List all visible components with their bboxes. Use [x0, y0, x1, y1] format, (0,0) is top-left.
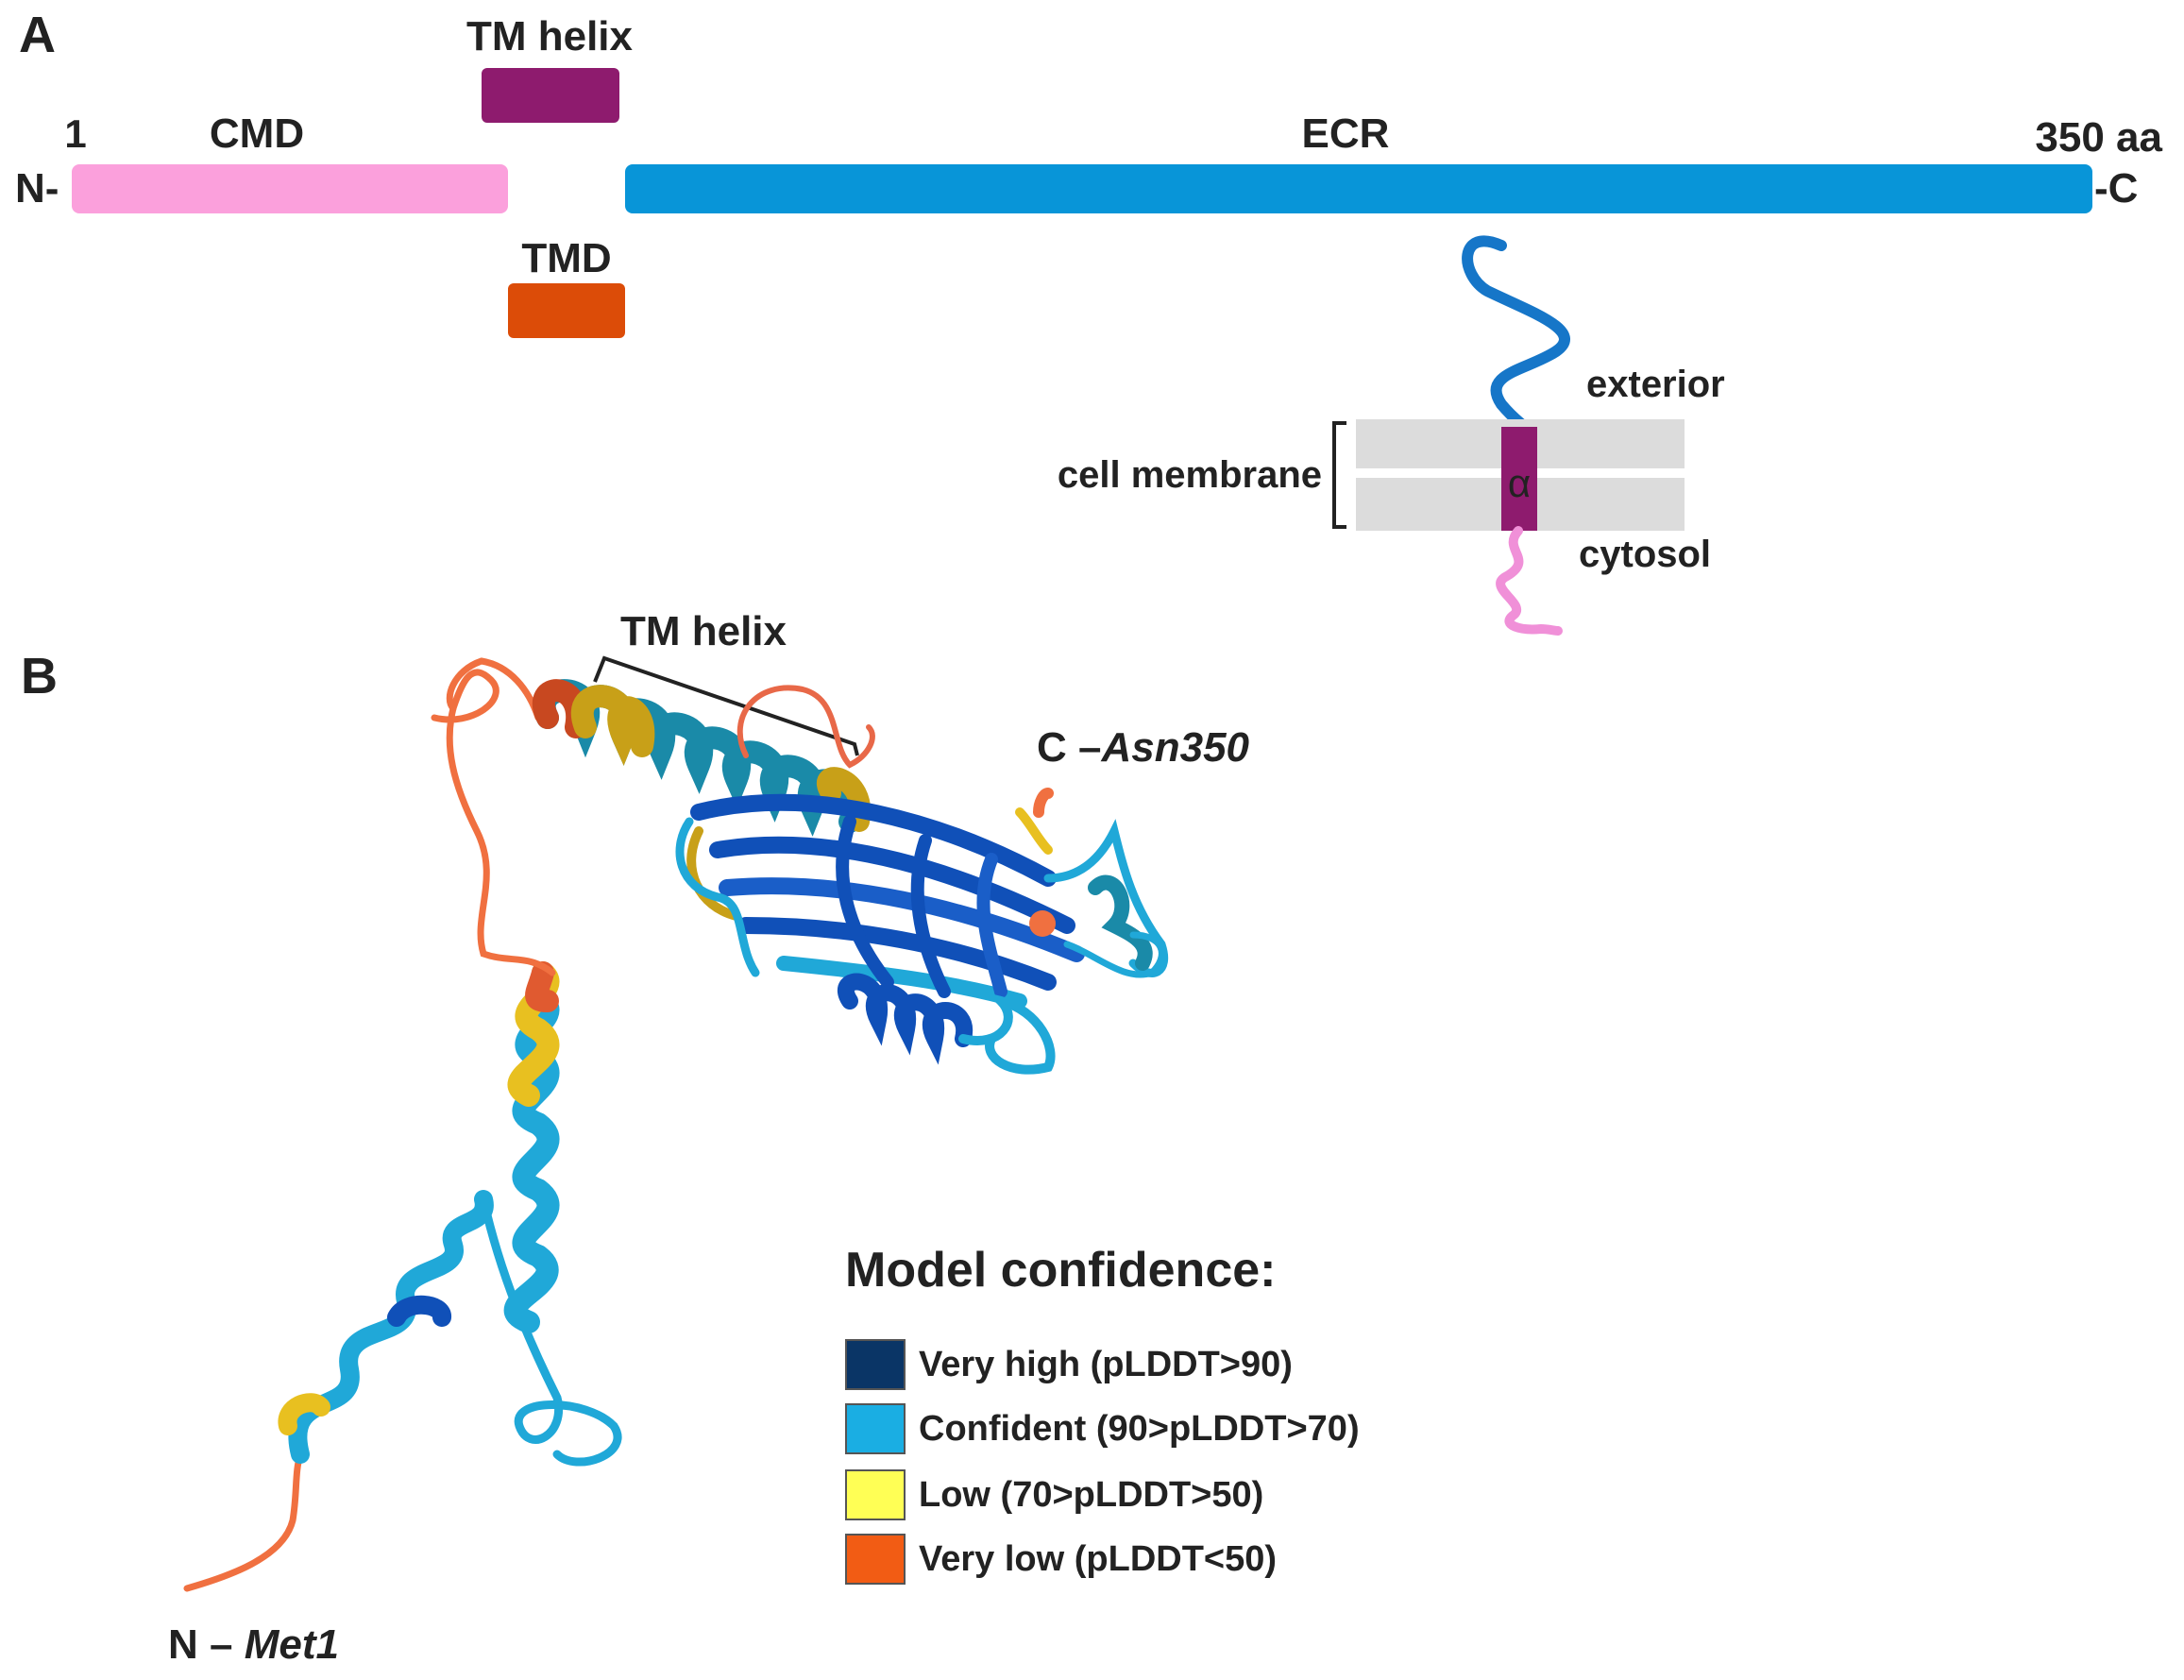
c-terminal-tip: [1033, 788, 1054, 818]
low-swatch: [845, 1469, 906, 1520]
legend-label-confident: Confident (90>pLDDT>70): [919, 1408, 1360, 1449]
beta-sheet-cross-2: [910, 834, 951, 998]
tmd-box: [508, 283, 625, 338]
cytosolic-chain: [1496, 526, 1563, 636]
c-terminus-label-b: C –Asn350: [1037, 724, 1250, 771]
bottom-loop-b: [958, 992, 1056, 1075]
legend-label-very-high: Very high (pLDDT>90): [919, 1344, 1293, 1384]
n-terminus-label-a: N-: [15, 165, 59, 212]
svg-text:C –Asn350: C –Asn350: [1037, 724, 1250, 771]
tm-helix-label-a: TM helix: [466, 13, 634, 59]
c-terminus-label-a: -C: [2094, 165, 2138, 212]
n-terminus-label-b: N – Met1: [168, 1621, 339, 1668]
legend-label-very-low: Very low (pLDDT<50): [919, 1538, 1278, 1579]
protein-structure-model: [183, 657, 1169, 1592]
very-low-swatch: [845, 1534, 906, 1585]
beta-sheet-strand-5: [776, 956, 1027, 1009]
lower-helix-high-segment: [387, 1295, 451, 1327]
start-residue-label: 1: [64, 111, 86, 156]
very-high-swatch: [845, 1339, 906, 1390]
ecr-label: ECR: [1302, 110, 1390, 157]
cytosol-label: cytosol: [1579, 534, 1711, 575]
cmd-label: CMD: [210, 110, 304, 157]
tm-helix-box: [482, 68, 619, 123]
beta-sheet-strand-2: [709, 836, 1075, 934]
exterior-label: exterior: [1586, 364, 1725, 405]
tmd-label: TMD: [521, 235, 611, 281]
vertical-helix-top-segment: [525, 961, 559, 1012]
legend-label-low: Low (70>pLDDT>50): [919, 1474, 1264, 1515]
alpha-symbol: α: [1508, 461, 1531, 505]
ecr-domain-bar: [625, 164, 2092, 213]
beta-sheet-strand-1: [690, 793, 1057, 887]
right-loop-confident: [1063, 931, 1165, 978]
c-terminal-coil: [1043, 819, 1169, 977]
cmd-domain-bar: [72, 164, 508, 213]
upper-loop: [736, 685, 875, 769]
legend-item-very-low: Very low (pLDDT<50): [845, 1531, 1277, 1587]
end-residue-label: 350 aa: [2035, 114, 2162, 161]
beta-sheet-strand-3: [719, 877, 1085, 962]
lower-helix-low-segment: [278, 1393, 330, 1435]
n-term-prefix: N –: [168, 1621, 245, 1668]
tm-helix-bracket: [593, 655, 859, 756]
panel-b-label: B: [21, 648, 58, 704]
beta-sheet-cross-3: [976, 853, 1007, 998]
bottom-helix: [838, 973, 973, 1065]
c-terminal-low-segment: [1015, 807, 1053, 855]
linker-coil: [431, 669, 556, 976]
orange-node: [1029, 910, 1056, 937]
legend-item-very-high: Very high (pLDDT>90): [845, 1336, 1293, 1393]
legend-item-low: Low (70>pLDDT>50): [845, 1467, 1263, 1523]
n-terminal-coil: [183, 1451, 304, 1592]
tm-helix-ribbon-yellow: [570, 685, 655, 766]
n-term-residue: Met1: [245, 1621, 339, 1668]
left-loop-confident: [675, 817, 760, 977]
membrane-bracket: [1332, 421, 1346, 529]
legend-item-confident: Confident (90>pLDDT>70): [845, 1400, 1360, 1457]
beta-sheet-strand-4: [737, 917, 1057, 991]
svg-text:N – Met1: N – Met1: [168, 1621, 339, 1668]
legend-title: Model confidence:: [845, 1243, 1277, 1298]
cell-membrane-label: cell membrane: [1058, 454, 1322, 496]
beta-sheet-cross-1: [836, 815, 894, 989]
panel-a-label: A: [19, 7, 56, 63]
tm-alpha-helix: [1501, 427, 1537, 531]
bottom-loop: [479, 1195, 622, 1467]
tm-helix-label-b: TM helix: [620, 608, 787, 654]
extracellular-chain: [1462, 235, 1570, 438]
confident-swatch: [845, 1403, 906, 1454]
lower-helix: [288, 1190, 494, 1464]
c-term-residue: Asn350: [1100, 724, 1249, 771]
c-terminal-helix: [1088, 874, 1153, 971]
c-term-prefix: C –: [1037, 724, 1101, 771]
top-coil: [446, 657, 542, 721]
